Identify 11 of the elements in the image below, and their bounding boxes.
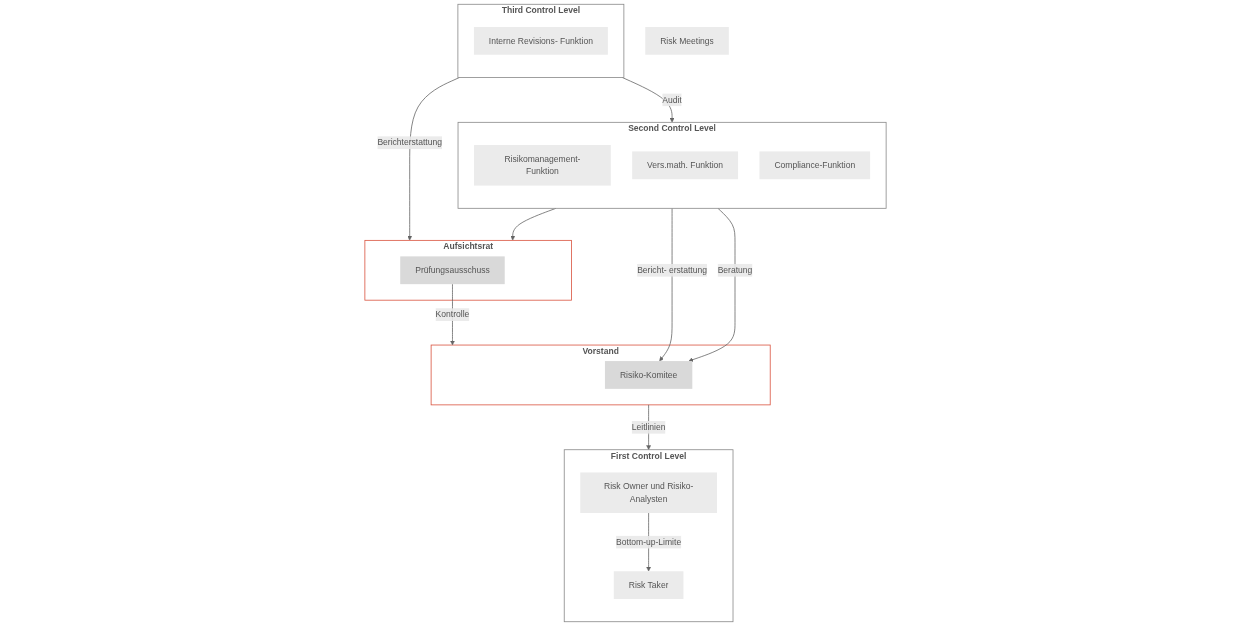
edge-label: Berichterstattung <box>377 137 442 148</box>
node-box: Risiko-Komitee <box>604 361 693 389</box>
edge-label: Bericht- erstattung <box>637 265 707 275</box>
node-box: Risk Owner und Risiko-Analysten <box>580 472 717 514</box>
edge-label: Bottom-up-Limite <box>616 537 682 547</box>
node-box: Prüfungsausschuss <box>400 256 505 285</box>
edge-label: Audit <box>662 95 682 105</box>
edge-label: Beratung <box>717 265 753 275</box>
edge-label: Leitlinien <box>631 422 666 432</box>
edge-label: Kontrolle <box>435 309 470 319</box>
node-box: Risk Taker <box>613 571 684 600</box>
